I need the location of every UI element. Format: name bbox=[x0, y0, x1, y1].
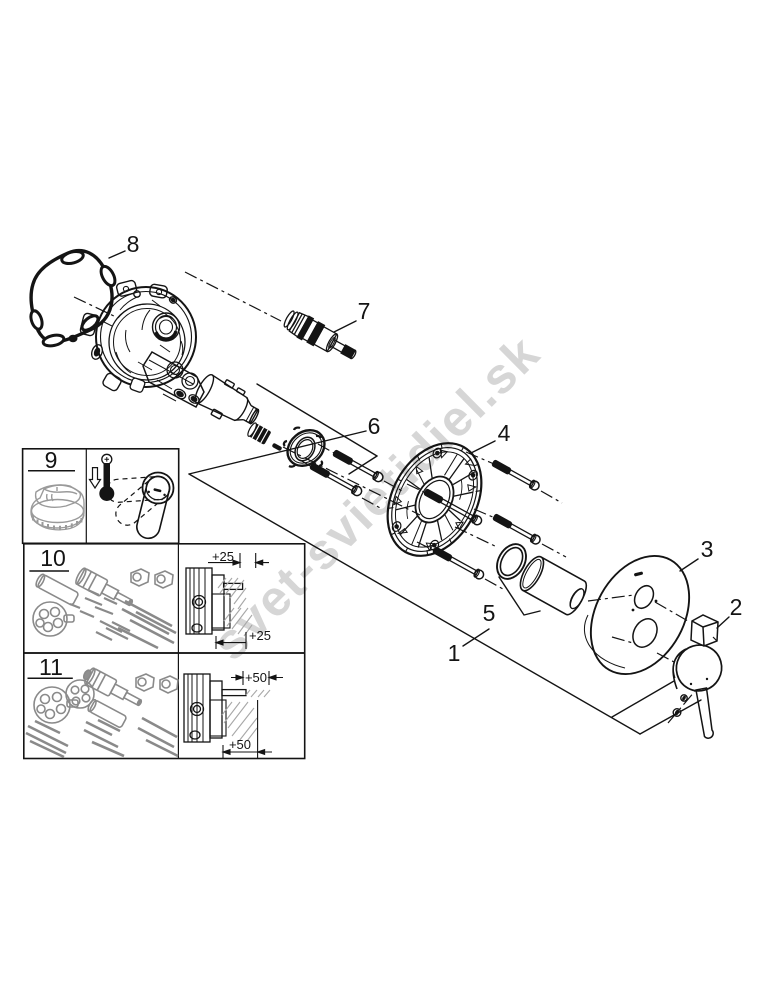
svg-text:8: 8 bbox=[127, 231, 140, 257]
svg-text:+50: +50 bbox=[229, 737, 251, 752]
svg-text:10: 10 bbox=[40, 545, 66, 571]
svg-text:4: 4 bbox=[498, 420, 511, 446]
svg-text:11: 11 bbox=[39, 654, 63, 680]
svg-text:7: 7 bbox=[358, 298, 371, 324]
svg-text:+50: +50 bbox=[245, 670, 267, 685]
svg-text:5: 5 bbox=[483, 600, 496, 626]
svg-text:6: 6 bbox=[368, 413, 381, 439]
svg-text:+25: +25 bbox=[249, 628, 271, 643]
svg-text:9: 9 bbox=[45, 447, 58, 473]
svg-text:2: 2 bbox=[730, 594, 743, 620]
svg-text:3: 3 bbox=[701, 536, 714, 562]
svg-text:1: 1 bbox=[448, 640, 461, 666]
svg-text:+25: +25 bbox=[212, 549, 234, 564]
